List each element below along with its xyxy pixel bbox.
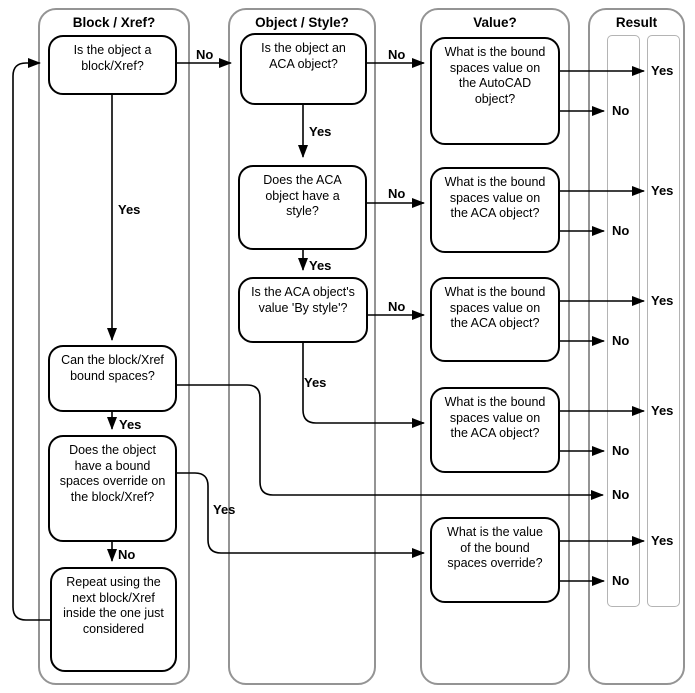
result-yes-slot [647, 35, 680, 607]
result-label-1-yes: Yes [651, 63, 674, 78]
edge-label-override-yes: Yes [213, 502, 236, 517]
result-label-3-yes: Yes [651, 293, 674, 308]
column-result: Result [588, 8, 685, 685]
node-repeat: Repeat using the next block/Xref inside … [50, 567, 177, 672]
result-label-4-no: No [612, 443, 630, 458]
node-has-override: Does the object have a bound spaces over… [48, 435, 177, 542]
result-label-canbind-no: No [612, 487, 630, 502]
node-value-autocad: What is the bound spaces value on the Au… [430, 37, 560, 145]
column-header-block-xref: Block / Xref? [72, 15, 156, 30]
edge-label-block-no: No [196, 47, 214, 62]
column-object-style: Object / Style? [228, 8, 376, 685]
node-value-override: What is the value of the bound spaces ov… [430, 517, 560, 603]
result-label-3-no: No [612, 333, 630, 348]
node-has-style: Does the ACA object have a style? [238, 165, 367, 250]
edge-label-aca-yes: Yes [309, 124, 332, 139]
node-value-aca-2: What is the bound spaces value on the AC… [430, 277, 560, 362]
result-label-2-yes: Yes [651, 183, 674, 198]
column-header-result: Result [615, 15, 658, 30]
column-header-object-style: Object / Style? [255, 15, 349, 30]
column-header-value: Value? [473, 15, 517, 30]
result-label-1-no: No [612, 103, 630, 118]
result-label-5-no: No [612, 573, 630, 588]
edge-label-style-no: No [388, 186, 406, 201]
edge-label-bystyle-no: No [388, 299, 406, 314]
node-can-bind: Can the block/Xref bound spaces? [48, 345, 177, 412]
edge-label-aca-no: No [388, 47, 406, 62]
node-by-style: Is the ACA object's value 'By style'? [238, 277, 368, 343]
node-value-aca-1: What is the bound spaces value on the AC… [430, 167, 560, 253]
node-is-block-xref: Is the object a block/Xref? [48, 35, 177, 95]
result-label-2-no: No [612, 223, 630, 238]
node-is-aca-object: Is the object an ACA object? [240, 33, 367, 105]
result-label-5-yes: Yes [651, 533, 674, 548]
edge-label-style-yes: Yes [309, 258, 332, 273]
result-label-4-yes: Yes [651, 403, 674, 418]
edge-label-canbind-yes: Yes [119, 417, 142, 432]
edge-label-override-no: No [118, 547, 136, 562]
node-value-aca-3: What is the bound spaces value on the AC… [430, 387, 560, 473]
edge-label-block-yes: Yes [118, 202, 141, 217]
edge-label-bystyle-yes: Yes [304, 375, 327, 390]
result-no-slot [607, 35, 640, 607]
